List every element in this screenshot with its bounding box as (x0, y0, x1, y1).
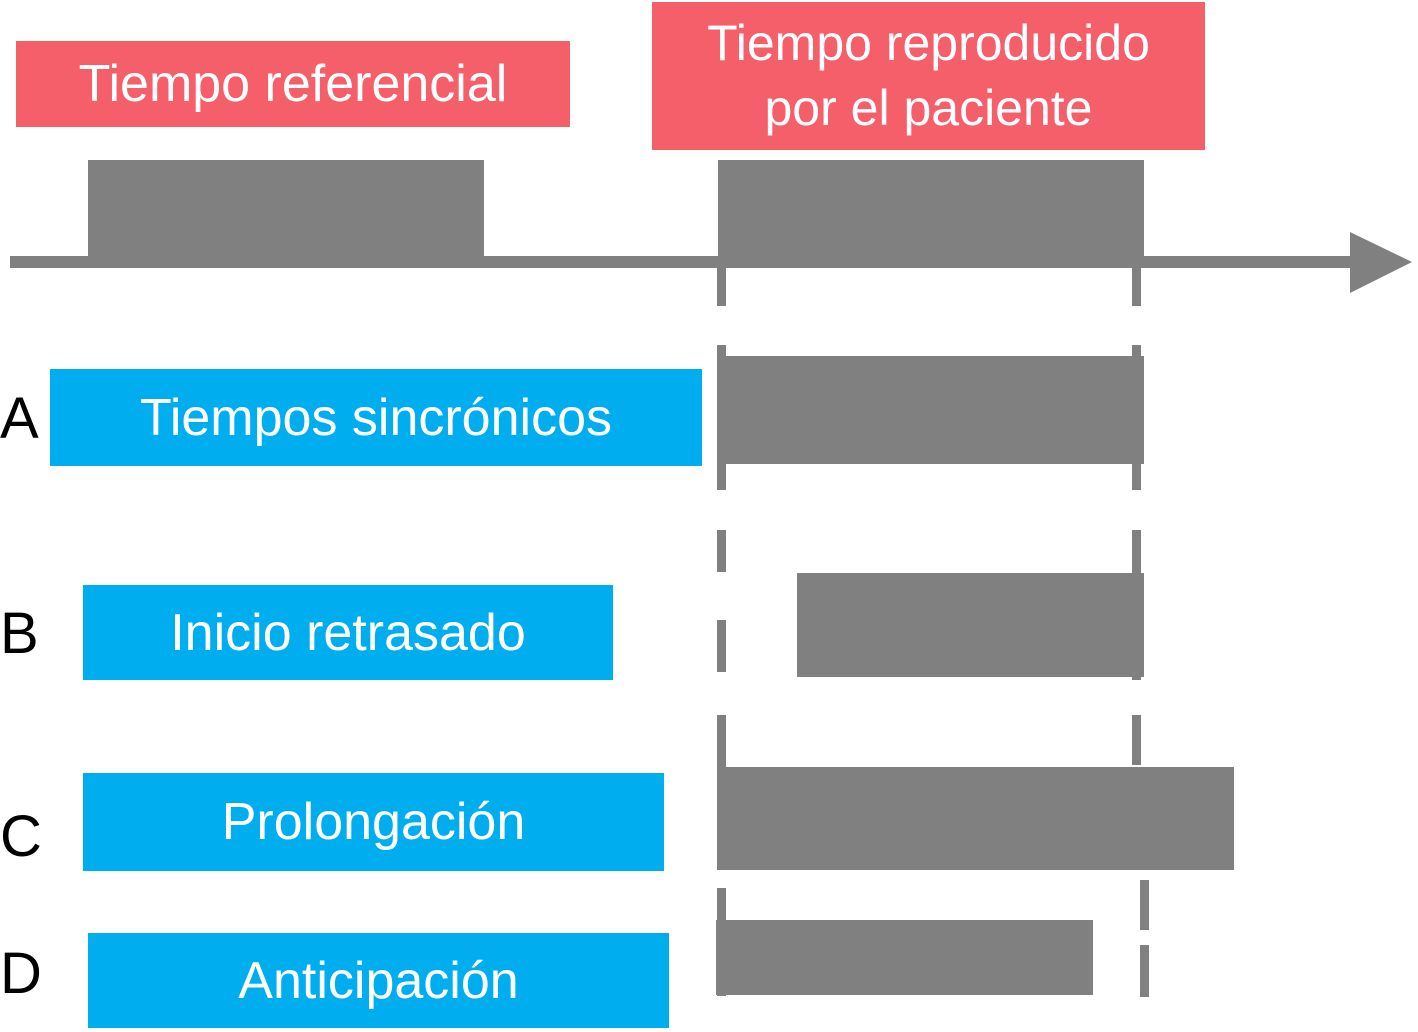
end-guide-dash (1140, 945, 1149, 997)
row-c-label: Prolongación (221, 793, 526, 851)
end-guide-dash (1132, 258, 1141, 306)
row-d-bar (716, 920, 1093, 995)
row-letter-a: A (0, 386, 39, 451)
row-letter-b: B (0, 601, 39, 666)
row-c-label-box: Prolongación (83, 773, 664, 871)
reference-time-bar (88, 160, 484, 258)
start-guide-dash (717, 258, 726, 306)
row-d-label: Anticipación (238, 951, 519, 1010)
row-a-label-box: Tiempos sincrónicos (50, 369, 702, 466)
patient-time-bar (718, 160, 1144, 258)
end-guide-dash (1132, 715, 1141, 765)
patient-time-label: Tiempo reproducido por el paciente (652, 2, 1205, 150)
row-d-label-box: Anticipación (88, 933, 669, 1028)
row-b-label-box: Inicio retrasado (83, 585, 613, 680)
axis-arrow-icon (1350, 232, 1412, 293)
row-a-bar (718, 356, 1144, 464)
reference-time-text: Tiempo referencial (78, 55, 508, 113)
row-c-bar (718, 767, 1234, 870)
start-guide-dash (717, 620, 726, 672)
row-b-bar (797, 573, 1144, 677)
row-letter-d: D (0, 941, 42, 1006)
end-guide-dash (1140, 880, 1149, 930)
row-a-label: Tiempos sincrónicos (139, 388, 612, 447)
row-b-label: Inicio retrasado (170, 603, 526, 662)
start-guide-dash (717, 530, 726, 572)
row-letter-c: C (0, 804, 42, 869)
patient-time-text-line1: Tiempo reproducido (707, 15, 1150, 71)
reference-time-label: Tiempo referencial (16, 41, 570, 127)
patient-time-text-line2: por el paciente (764, 80, 1093, 136)
